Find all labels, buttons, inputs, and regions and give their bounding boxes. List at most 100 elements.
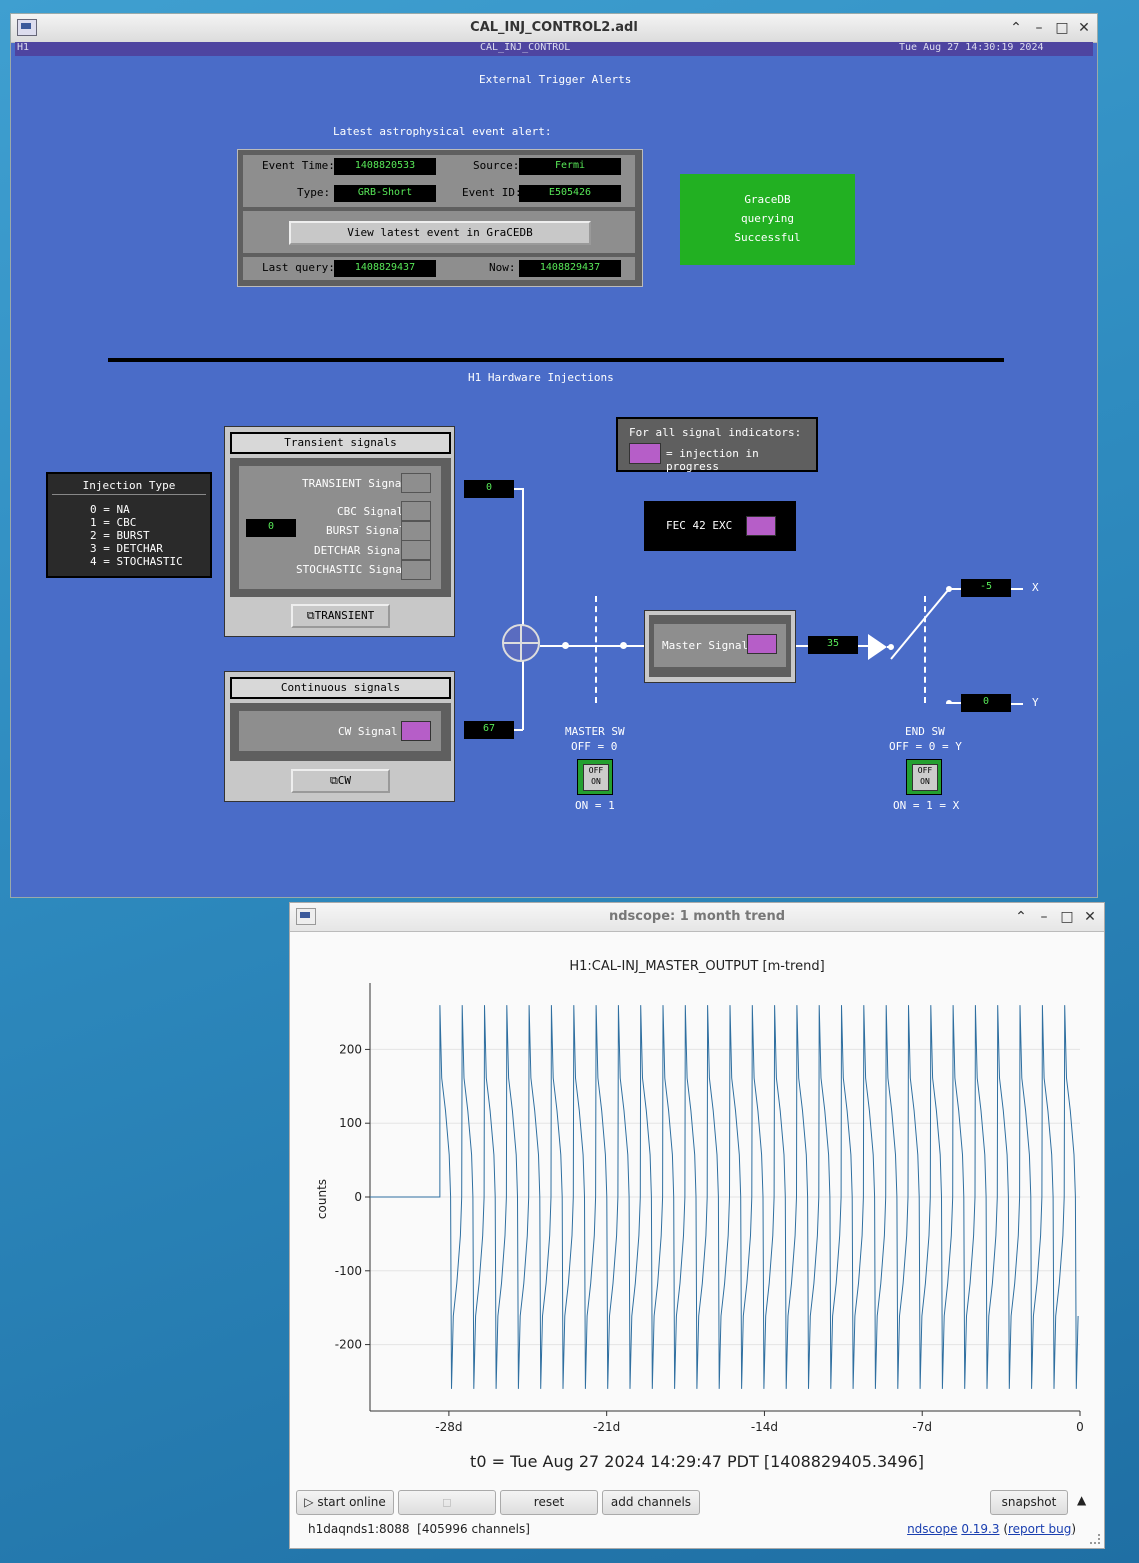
divider xyxy=(108,358,1004,362)
title-bar[interactable]: CAL_INJ_CONTROL2.adl ⌃ – □ ✕ xyxy=(11,14,1097,43)
trend-trace xyxy=(370,1005,1079,1389)
output-switch-icon xyxy=(868,634,894,660)
y-tick-label: -200 xyxy=(335,1338,362,1352)
version-link[interactable]: 0.19.3 xyxy=(961,1522,1000,1536)
cw-signal-indicator xyxy=(401,721,431,741)
master-sw-off-label: OFF = 0 xyxy=(571,740,618,753)
resize-grip-icon[interactable] xyxy=(1090,1534,1100,1544)
maximize-icon[interactable]: □ xyxy=(1055,20,1069,36)
pause-button: ◻ xyxy=(398,1490,496,1515)
stochastic-signal-label: STOCHASTIC Signal xyxy=(296,563,409,576)
transient-readback: 0 xyxy=(464,480,514,498)
injection-type-0: 0 = NA xyxy=(90,503,130,516)
add-channels-button[interactable]: add channels xyxy=(602,1490,700,1515)
master-sw-on-label: ON = 1 xyxy=(575,799,615,812)
wire xyxy=(514,488,523,490)
injection-type-title: Injection Type xyxy=(82,479,176,492)
end-switch[interactable]: OFF ON xyxy=(906,759,942,795)
master-switch-on[interactable]: ON xyxy=(591,777,601,786)
stochastic-signal-indicator xyxy=(401,560,431,580)
title-bar[interactable]: ndscope: 1 month trend ⌃ – □ ✕ xyxy=(290,903,1104,932)
injection-type-value: 0 xyxy=(246,519,296,537)
cw-button[interactable]: ⧉CW xyxy=(291,769,390,793)
server-info: h1daqnds1:8088 [405996 channels] xyxy=(308,1522,530,1536)
cw-button-label: CW xyxy=(337,774,352,787)
play-icon: ▷ xyxy=(304,1495,318,1509)
transient-group: Transient signals TRANSIENT Signal CBC S… xyxy=(224,426,455,637)
ndscope-link[interactable]: ndscope xyxy=(907,1522,958,1536)
chevron-up-icon[interactable]: ⌃ xyxy=(1010,20,1022,36)
end-sw-on-label: ON = 1 = X xyxy=(893,799,960,812)
end-switch-off[interactable]: OFF xyxy=(917,766,933,775)
transient-signal-label: TRANSIENT Signal xyxy=(302,477,408,490)
channel-count: [405996 channels] xyxy=(417,1522,530,1536)
maximize-icon[interactable]: □ xyxy=(1060,909,1074,925)
medm-window: CAL_INJ_CONTROL2.adl ⌃ – □ ✕ H1 CAL_INJ_… xyxy=(10,13,1098,898)
detchar-signal-label: DETCHAR Signal xyxy=(314,544,407,557)
type-value: GRB-Short xyxy=(334,185,436,202)
injection-type-list: 0 = NA 1 = CBC 2 = BURST 3 = DETCHAR 4 =… xyxy=(90,503,183,568)
x-tick-label: -28d xyxy=(435,1420,462,1434)
fec-indicator-box: FEC 42 EXC xyxy=(644,501,796,551)
master-signal-label: Master Signal xyxy=(662,639,749,652)
window-title: CAL_INJ_CONTROL2.adl xyxy=(470,20,638,35)
master-signal-indicator xyxy=(747,634,777,654)
t0-label: t0 = Tue Aug 27 2024 14:29:47 PDT [14088… xyxy=(470,1452,924,1471)
injection-type-1: 1 = CBC xyxy=(90,516,137,529)
wire xyxy=(522,488,524,730)
switch-divider xyxy=(595,596,597,703)
source-value: Fermi xyxy=(519,158,621,175)
cbc-signal-label: CBC Signal xyxy=(337,505,404,518)
site-label: H1 xyxy=(17,42,30,53)
master-switch[interactable]: OFF ON xyxy=(577,759,613,795)
x-tick-label: -14d xyxy=(751,1420,778,1434)
continuous-title: Continuous signals xyxy=(230,677,451,699)
gracedb-line-2: querying xyxy=(741,212,794,225)
chevron-up-icon[interactable]: ⌃ xyxy=(1015,909,1027,925)
minimize-icon[interactable]: – xyxy=(1040,909,1048,925)
triangle-up-icon[interactable]: ▲ xyxy=(1077,1493,1087,1507)
close-icon[interactable]: ✕ xyxy=(1078,20,1090,36)
reset-button[interactable]: reset xyxy=(500,1490,598,1515)
screen-name: CAL_INJ_CONTROL xyxy=(480,42,571,53)
start-online-button[interactable]: ▷ start online xyxy=(296,1490,394,1515)
server-label: h1daqnds1:8088 xyxy=(308,1522,410,1536)
x-tick-label: -7d xyxy=(912,1420,932,1434)
window-title: ndscope: 1 month trend xyxy=(608,909,786,924)
node xyxy=(620,642,627,649)
end-switch-wiring xyxy=(890,586,961,704)
gracedb-line-1: GraceDB xyxy=(744,193,791,206)
status-bar: H1 CAL_INJ_CONTROL Tue Aug 27 14:30:19 2… xyxy=(15,42,1093,56)
end-switch-on[interactable]: ON xyxy=(920,777,930,786)
close-icon[interactable]: ✕ xyxy=(1084,909,1096,925)
legend-text: = injection in progress xyxy=(666,447,759,473)
y-tick-label: 0 xyxy=(354,1190,362,1204)
indicator-legend: For all signal indicators: = injection i… xyxy=(616,417,818,473)
report-bug-link[interactable]: report bug xyxy=(1008,1522,1072,1536)
separator xyxy=(52,494,206,495)
master-switch-off[interactable]: OFF xyxy=(588,766,604,775)
window-icon: ⧉ xyxy=(306,609,315,622)
y-label: Y xyxy=(1032,696,1039,709)
gracedb-status: GraceDB querying Successful xyxy=(680,174,855,265)
pause-icon: ◻ xyxy=(442,1495,452,1509)
view-gracedb-button[interactable]: View latest event in GraCEDB xyxy=(289,221,591,245)
app-icon[interactable] xyxy=(17,19,37,36)
app-icon[interactable] xyxy=(296,908,316,925)
x-label: X xyxy=(1032,581,1039,594)
transient-signal-indicator xyxy=(401,473,431,493)
page-title: External Trigger Alerts xyxy=(479,73,632,86)
snapshot-button[interactable]: snapshot xyxy=(990,1490,1068,1515)
ndscope-window: ndscope: 1 month trend ⌃ – □ ✕ H1:CAL-IN… xyxy=(289,902,1105,1549)
node xyxy=(562,642,569,649)
transient-button-label: TRANSIENT xyxy=(314,609,375,622)
last-query-value: 1408829437 xyxy=(334,260,436,277)
fec-indicator xyxy=(746,516,776,536)
master-outer: Master Signal xyxy=(649,615,791,677)
alert-panel: Event Time: 1408820533 Source: Fermi Typ… xyxy=(237,149,643,287)
minimize-icon[interactable]: – xyxy=(1035,20,1043,36)
alert-label: Latest astrophysical event alert: xyxy=(333,125,552,138)
transient-button[interactable]: ⧉TRANSIENT xyxy=(291,604,390,628)
transient-panel: TRANSIENT Signal CBC Signal 0 BURST Sign… xyxy=(230,458,451,597)
